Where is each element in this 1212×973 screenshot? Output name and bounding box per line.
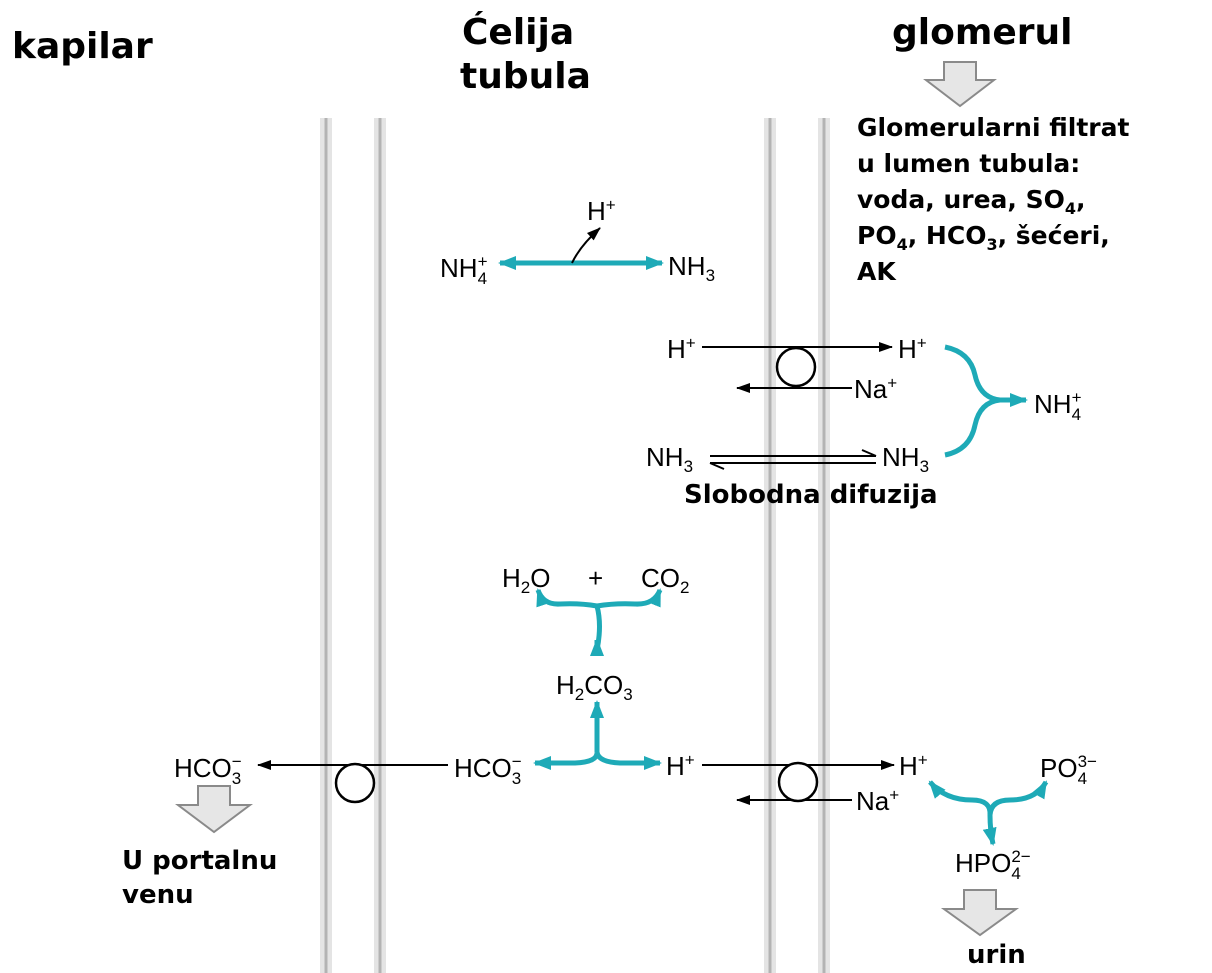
portal-vein-label-line1: U portalnu [122, 846, 278, 876]
phosphate-fork [928, 780, 1049, 846]
ammonium-equilibrium [498, 227, 664, 270]
carbonic-acid-fork [535, 588, 663, 656]
capillary-heading: kapilar [12, 26, 153, 67]
label-ammonia-cell-diffusion: NH3 [646, 442, 694, 477]
label-bicarbonate-cell: HCO−3 [454, 752, 522, 788]
urine-label: urin [967, 940, 1026, 970]
label-carbon-dioxide: CO2 [641, 563, 690, 598]
label-plus-sign: + [588, 563, 604, 593]
label-ammonium-cell: NH+4 [440, 252, 488, 288]
label-h-plus-cell-lower: H+ [666, 750, 695, 781]
label-water: H2O [502, 563, 551, 598]
urine-arrow [940, 889, 1020, 937]
basolateral-membrane [320, 118, 386, 973]
bicarbonate-fork [533, 700, 662, 770]
glomerul-down-arrow [923, 61, 997, 108]
label-sodium-upper: Na+ [854, 373, 898, 404]
portal-vein-arrow [175, 785, 253, 834]
bicarbonate-transporter [257, 760, 448, 804]
label-ammonia-lumen-diffusion: NH3 [882, 442, 930, 477]
label-bicarbonate-capillary: HCO−3 [174, 752, 242, 788]
tubule-cell-heading-line1: Ćelija [462, 12, 575, 53]
upper-na-h-exchanger [702, 342, 893, 393]
apical-membrane [764, 118, 830, 973]
ammonium-trapping-fork [944, 344, 1028, 458]
lower-na-h-exchanger [702, 760, 895, 805]
nh3-diffusion-arrows [709, 449, 877, 470]
tubule-cell-heading-line2: tubula [460, 56, 591, 97]
label-ammonium-lumen: NH+4 [1034, 388, 1082, 424]
label-ammonia-cell: NH3 [668, 251, 716, 286]
label-sodium-lower: Na+ [856, 785, 900, 816]
label-h-plus-lumen-upper: H+ [898, 333, 927, 364]
free-diffusion-label: Slobodna difuzija [684, 480, 938, 510]
label-carbonic-acid: H2CO3 [556, 670, 633, 705]
label-h-plus-released: H+ [587, 195, 616, 226]
portal-vein-label-line2: venu [122, 880, 194, 910]
label-h-plus-lumen-lower: H+ [899, 750, 928, 781]
filtrate-description: Glomerularni filtrat u lumen tubula: vod… [857, 113, 1130, 286]
label-h-plus-cell-upper: H+ [667, 333, 696, 364]
glomerulus-heading: glomerul [892, 12, 1073, 53]
